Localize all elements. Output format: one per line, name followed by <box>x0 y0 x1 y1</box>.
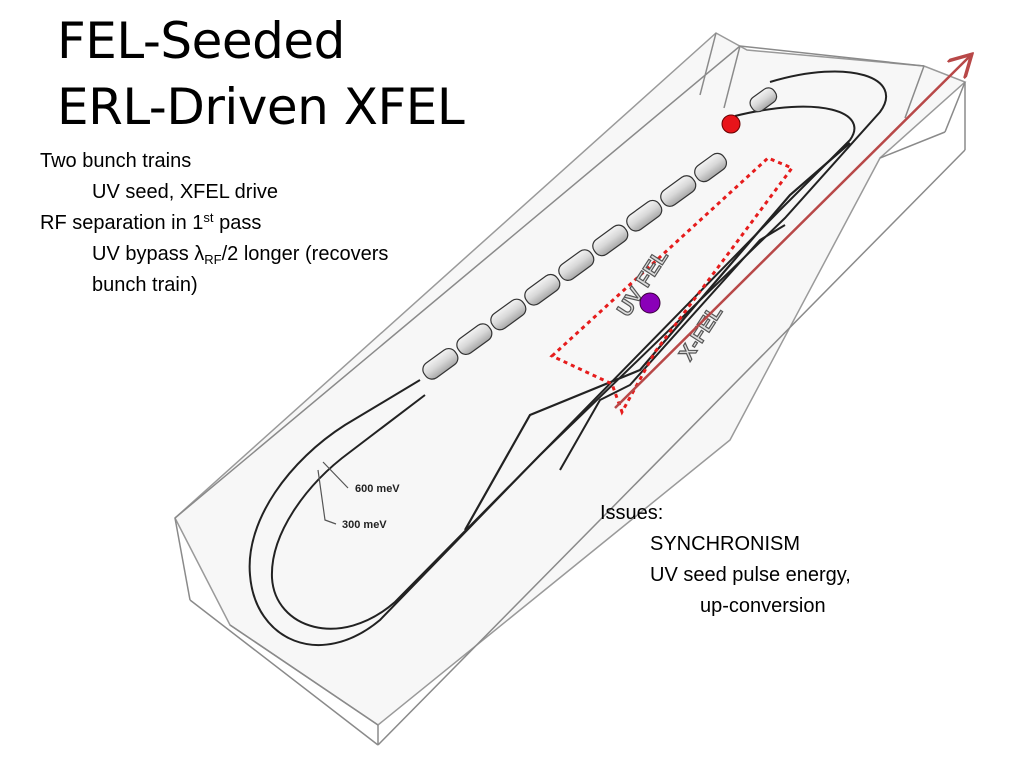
note-uv-bypass: UV bypass λRF/2 longer (recovers <box>92 243 389 267</box>
energy-label-300: 300 meV <box>342 519 387 531</box>
cryomodule <box>660 175 697 207</box>
linac-cryomodules <box>422 87 778 380</box>
cryomodule <box>626 199 663 232</box>
xfel-bypass-line <box>464 142 851 531</box>
cryomodule <box>524 273 561 306</box>
title-line-2: ERL-Driven XFEL <box>57 78 465 136</box>
issue-uv-seed-pulse-energy: UV seed pulse energy, <box>650 564 851 586</box>
red-bunch-marker <box>721 114 741 134</box>
note-two-bunch-trains: Two bunch trains <box>40 150 192 172</box>
bunch-train-notes: Two bunch trains UV seed, XFEL drive RF … <box>40 146 490 301</box>
injector-cryomodule <box>749 87 778 113</box>
title-line-1: FEL-Seeded <box>57 12 345 70</box>
inner-recirculation-loop <box>270 105 856 630</box>
issues-heading: Issues: <box>600 502 664 524</box>
energy-label-600: 600 meV <box>355 483 400 495</box>
issue-up-conversion: up-conversion <box>700 595 826 617</box>
cryomodule <box>422 347 459 380</box>
cryomodule <box>558 249 595 281</box>
beamline-loops <box>248 70 887 646</box>
note-uv-bypass-cont: bunch train) <box>92 274 198 296</box>
tunnel-enclosure <box>174 32 967 746</box>
cryomodule <box>490 298 527 331</box>
lambda-symbol: λ <box>194 243 205 265</box>
cryomodule <box>456 323 493 356</box>
cryomodule <box>592 224 629 257</box>
cryomodule <box>694 152 728 183</box>
page-title: FEL-Seeded ERL-Driven XFEL <box>57 8 465 140</box>
issues-list: Issues: SYNCHRONISM UV seed pulse energy… <box>600 498 1000 622</box>
note-rf-separation: RF separation in 1st pass <box>40 210 262 234</box>
energy-leaders <box>317 461 349 525</box>
xray-output-arrow <box>614 56 970 409</box>
note-uv-seed-xfel-drive: UV seed, XFEL drive <box>92 181 279 203</box>
uv-bypass-line <box>559 224 786 471</box>
issue-synchronism: SYNCHRONISM <box>650 533 801 555</box>
purple-bunch-marker <box>639 292 661 314</box>
outer-recirculation-loop <box>248 70 887 646</box>
